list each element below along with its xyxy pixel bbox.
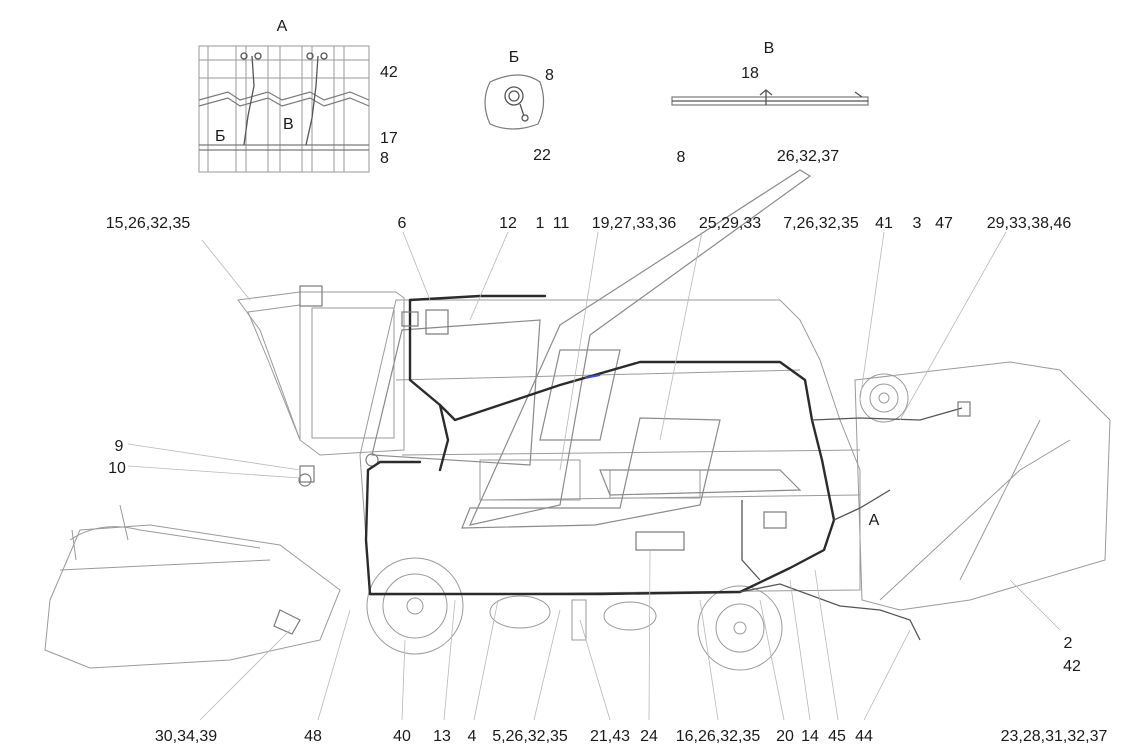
callout-7-26-32-35: 7,26,32,35 bbox=[783, 215, 859, 232]
callout-26-32-37: 26,32,37 bbox=[777, 148, 839, 165]
view-b-label-22: 22 bbox=[533, 147, 551, 164]
view-b-label-8: 8 bbox=[545, 67, 554, 84]
callout-12: 12 bbox=[499, 215, 517, 232]
callout-40: 40 bbox=[393, 728, 411, 745]
view-a-title: А bbox=[277, 18, 288, 35]
view-v-label-18: 18 bbox=[741, 65, 759, 82]
view-a-marker-b: Б bbox=[215, 128, 226, 145]
view-a-marker-v: В bbox=[283, 116, 294, 133]
leader-lines bbox=[127, 231, 1061, 721]
callout-4: 4 bbox=[468, 728, 477, 745]
callout-2: 2 bbox=[1064, 635, 1073, 652]
callout-29-33-38-46: 29,33,38,46 bbox=[987, 215, 1072, 232]
view-a-marker: А bbox=[869, 512, 880, 529]
callout-45: 45 bbox=[828, 728, 846, 745]
callout-9: 9 bbox=[115, 438, 124, 455]
view-a-detail: А 42 17 8 Б В bbox=[198, 18, 398, 173]
callout-21-43: 21,43 bbox=[590, 728, 630, 745]
callout-24: 24 bbox=[640, 728, 658, 745]
callout-44: 44 bbox=[855, 728, 873, 745]
view-b-title: Б bbox=[509, 49, 520, 66]
callout-42: 42 bbox=[1063, 658, 1081, 675]
view-v-detail: В 18 8 bbox=[671, 40, 869, 166]
callout-10: 10 bbox=[108, 460, 126, 477]
view-v-title: В bbox=[764, 40, 775, 57]
callout-20: 20 bbox=[776, 728, 794, 745]
callout-labels: 26,32,37 15,26,32,35 6 12 1 11 19,27,33,… bbox=[106, 148, 1108, 745]
callout-47: 47 bbox=[935, 215, 953, 232]
callout-11: 11 bbox=[553, 215, 570, 232]
combine-outline bbox=[44, 285, 1111, 671]
view-v-label-8: 8 bbox=[677, 149, 686, 166]
callout-14: 14 bbox=[801, 728, 819, 745]
callout-48: 48 bbox=[304, 728, 322, 745]
callout-3: 3 bbox=[913, 215, 922, 232]
callout-5-26-32-35: 5,26,32,35 bbox=[492, 728, 568, 745]
callout-1: 1 bbox=[536, 215, 545, 232]
view-a-panels bbox=[198, 45, 370, 173]
callout-41: 41 bbox=[875, 215, 893, 232]
callout-16-26-32-35: 16,26,32,35 bbox=[676, 728, 761, 745]
view-a-label-17: 17 bbox=[380, 130, 398, 147]
callout-6: 6 bbox=[398, 215, 407, 232]
callout-13: 13 bbox=[433, 728, 451, 745]
view-a-label-8: 8 bbox=[380, 150, 389, 167]
view-a-label-42: 42 bbox=[380, 64, 398, 81]
harness-route-arrows bbox=[371, 169, 812, 529]
callout-23-28-31-32-37: 23,28,31,32,37 bbox=[1001, 728, 1108, 745]
callout-25-29-33: 25,29,33 bbox=[699, 215, 761, 232]
view-b-detail: Б 8 22 bbox=[484, 49, 554, 164]
callout-19-27-33-36: 19,27,33,36 bbox=[592, 215, 677, 232]
callout-30-34-39: 30,34,39 bbox=[155, 728, 217, 745]
callout-15-26-32-35: 15,26,32,35 bbox=[106, 215, 191, 232]
